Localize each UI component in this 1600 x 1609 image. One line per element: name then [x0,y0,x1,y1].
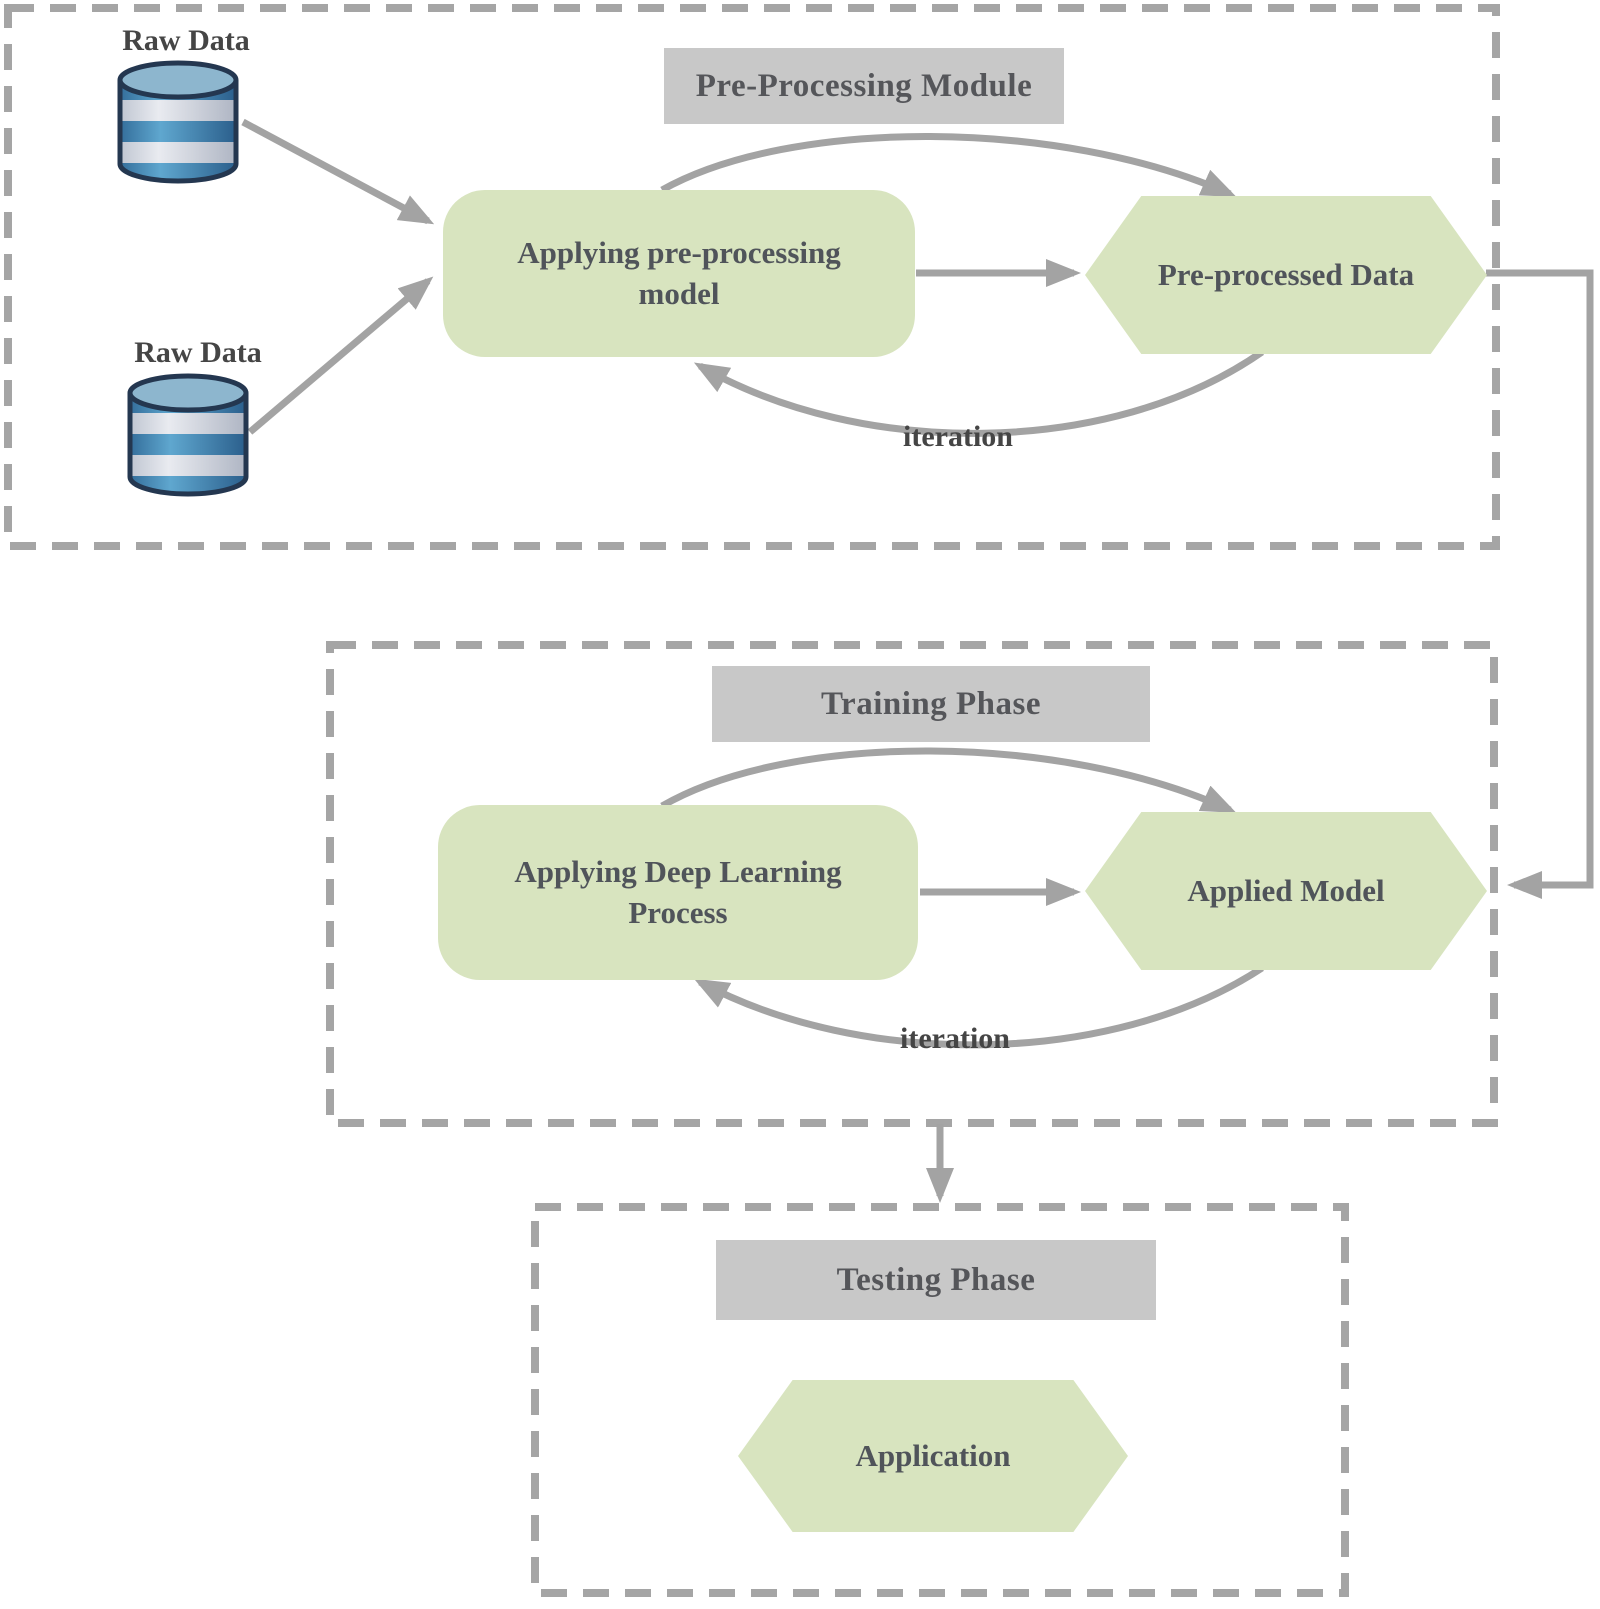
node-label-line1: Applying Deep Learning [514,854,842,890]
testing-phase-boundary [531,1203,1349,1597]
arc-iteration-return-1 [693,349,1264,437]
preprocessed-data-node: Pre-processed Data [1085,196,1487,354]
arc-iteration-return-2 [693,965,1264,1049]
arc-deeplearning-to-appliedmodel-top [660,747,1237,814]
connector-preprocessed-to-training [1486,269,1594,899]
application-node: Application [738,1380,1128,1532]
node-label: Pre-processed Data [1157,256,1415,292]
node-label: Applied Model [1187,872,1385,908]
training-phase-boundary [326,641,1498,1127]
database-icon [127,373,249,497]
node-label-line2: Process [628,894,728,930]
preprocessing-module-boundary [4,4,1500,550]
database-icon [117,60,239,184]
iteration-label-2: iteration [900,1022,1010,1055]
applying-deep-learning-node: Applying Deep Learning Process [438,805,918,980]
training-phase-title: Training Phase [712,666,1150,742]
applied-model-node: Applied Model [1085,812,1487,970]
arc-process-to-preprocessed-top [660,133,1237,198]
raw-data-2-label: Raw Data [134,336,262,369]
applying-preprocessing-model-node: Applying pre-processing model [443,190,915,357]
preprocessing-module-title: Pre-Processing Module [664,48,1064,124]
node-label-line2: model [638,275,720,311]
node-label-line1: Applying pre-processing [517,235,841,271]
testing-phase-title: Testing Phase [716,1240,1156,1320]
iteration-label-1: iteration [903,420,1013,453]
node-label: Application [855,1437,1011,1473]
arrow-rawdata2-to-process [247,276,434,435]
arrow-rawdata1-to-process [241,118,435,225]
raw-data-1-label: Raw Data [122,24,250,57]
